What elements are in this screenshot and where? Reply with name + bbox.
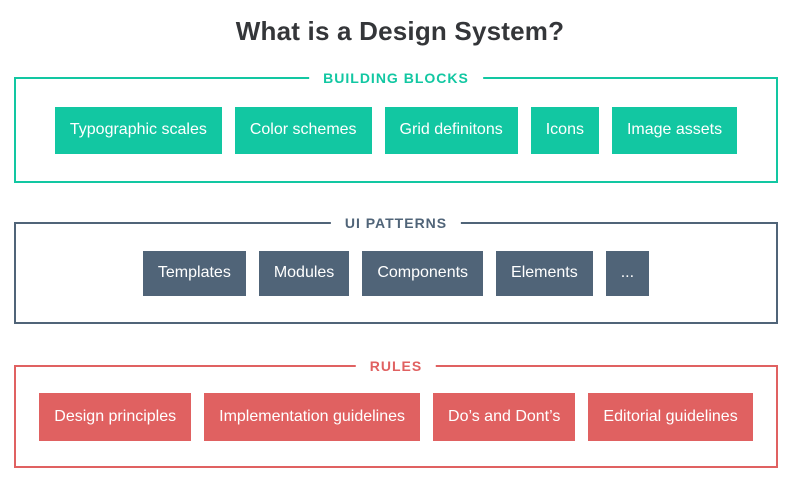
chip-dos-and-donts: Do’s and Dont’s: [433, 392, 576, 441]
chip-typographic-scales: Typographic scales: [54, 106, 222, 154]
section-rules: RULES Design principles Implementation g…: [14, 356, 778, 468]
rules-chip-row: Design principles Implementation guideli…: [16, 367, 776, 466]
section-building-blocks-label: BUILDING BLOCKS: [309, 68, 483, 88]
chip-color-schemes: Color schemes: [234, 106, 372, 154]
chip-modules: Modules: [258, 250, 350, 296]
chip-components: Components: [362, 250, 484, 296]
building-blocks-chip-row: Typographic scales Color schemes Grid de…: [16, 79, 776, 181]
chip-grid-definitons: Grid definitons: [384, 106, 518, 154]
chip-design-principles: Design principles: [39, 392, 192, 441]
chip-implementation-guidelines: Implementation guidelines: [204, 392, 421, 441]
chip-ellipsis: ...: [605, 250, 650, 296]
chip-image-assets: Image assets: [611, 106, 738, 154]
chip-icons: Icons: [530, 106, 599, 154]
page-title: What is a Design System?: [235, 16, 565, 46]
chip-editorial-guidelines: Editorial guidelines: [588, 392, 753, 441]
section-ui-patterns-label: UI PATTERNS: [330, 213, 462, 233]
ui-patterns-chip-row: Templates Modules Components Elements ..…: [16, 224, 776, 322]
section-building-blocks: BUILDING BLOCKS Typographic scales Color…: [14, 68, 778, 183]
chip-templates: Templates: [142, 250, 246, 296]
section-ui-patterns: UI PATTERNS Templates Modules Components…: [14, 213, 778, 324]
section-rules-label: RULES: [355, 356, 437, 376]
chip-elements: Elements: [496, 250, 593, 296]
